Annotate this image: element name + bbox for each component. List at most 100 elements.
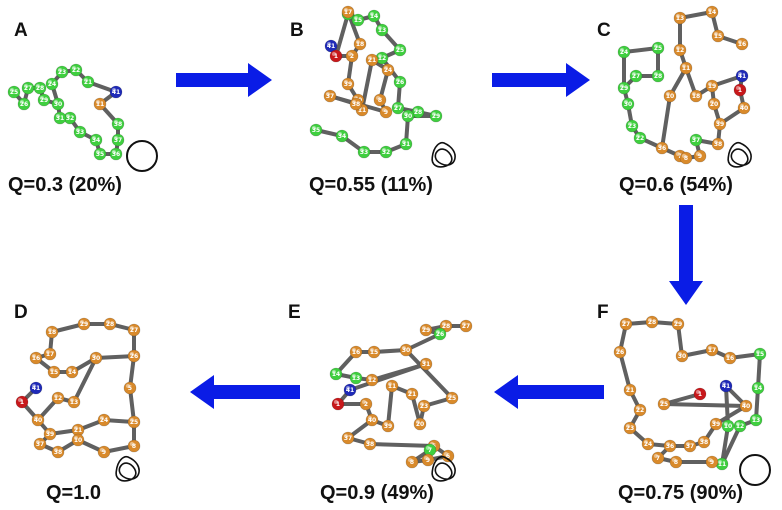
bead-sphere — [93, 147, 107, 161]
panel-a-unknot-icon — [126, 140, 158, 172]
bead-label: 20 — [416, 421, 424, 428]
bead-sphere — [669, 455, 683, 469]
bead-label: 23 — [58, 69, 66, 76]
bead-sphere — [621, 97, 635, 111]
bead-28: 28 — [645, 315, 659, 329]
bead-12: 12 — [51, 391, 65, 405]
bead-highlight — [710, 100, 714, 104]
bead-highlight — [32, 384, 36, 388]
bead-sphere — [713, 117, 727, 131]
bead-label: 21 — [626, 387, 634, 394]
bead-label: 34 — [92, 137, 100, 144]
bead-highlight — [312, 126, 316, 130]
bead-label: 2 — [350, 53, 354, 60]
bead-37: 37 — [341, 431, 355, 445]
bead-highlight — [716, 120, 720, 124]
bead-25: 25 — [7, 85, 21, 99]
bead-highlight — [346, 386, 350, 390]
bond — [404, 332, 442, 352]
bead-26: 26 — [127, 349, 141, 363]
bead-label: 18 — [356, 41, 364, 48]
bead-label: 22 — [636, 135, 644, 142]
bead-sphere — [29, 381, 43, 395]
bead-sphere — [737, 101, 751, 115]
bead-label: 13 — [70, 399, 78, 406]
bead-highlight — [46, 350, 50, 354]
bead-sphere — [127, 349, 141, 363]
bead-sphere — [109, 85, 123, 99]
bead-highlight — [10, 88, 14, 92]
bead-35: 35 — [309, 123, 323, 137]
bead-sphere — [413, 417, 427, 431]
bead-highlight — [674, 320, 678, 324]
bead-label: 16 — [32, 355, 40, 362]
trefoil-knot-icon — [115, 455, 140, 482]
bead-29: 29 — [37, 93, 51, 107]
bead-highlight — [432, 112, 436, 116]
arrow-b-to-c — [492, 63, 590, 97]
bead-highlight — [678, 352, 682, 356]
bead-sphere — [645, 315, 659, 329]
bead-sphere — [705, 79, 719, 93]
bead-sphere — [445, 391, 459, 405]
bead-label: 8 — [378, 97, 382, 104]
bead-sphere — [7, 85, 21, 99]
bead-label: 41 — [346, 387, 354, 394]
bead-25: 25 — [657, 397, 671, 411]
bead-label: 15 — [714, 33, 722, 40]
bead-highlight — [24, 84, 28, 88]
bead-label: 23 — [420, 403, 428, 410]
bead-highlight — [112, 88, 116, 92]
bead-highlight — [676, 152, 680, 156]
bead-sphere — [651, 451, 665, 465]
bead-label: 37 — [692, 137, 700, 144]
bead-sphere — [663, 439, 677, 453]
bead-highlight — [114, 120, 118, 124]
bead-highlight — [426, 446, 430, 450]
bead-sphere — [367, 9, 381, 23]
bead-sphere — [723, 351, 737, 365]
bead-highlight — [404, 112, 408, 116]
panel-b-q-label: Q=0.55 (11%) — [309, 174, 433, 196]
bead-sphere — [675, 349, 689, 363]
bead-highlight — [654, 72, 658, 76]
bead-25: 25 — [651, 41, 665, 55]
bead-sphere — [353, 37, 367, 51]
bead-highlight — [84, 78, 88, 82]
bead-30: 30 — [51, 97, 65, 111]
bead-highlight — [388, 382, 392, 386]
bead-sphere — [749, 413, 763, 427]
bead-26: 26 — [17, 97, 31, 111]
bead-highlight — [396, 78, 400, 82]
bead-highlight — [648, 318, 652, 322]
panel-b: B 41116151413251226272829303132333435171… — [290, 5, 456, 196]
bead-label: 11 — [96, 101, 104, 108]
bead-31: 31 — [53, 111, 67, 125]
bead-label: 8 — [684, 155, 688, 162]
bead-22: 22 — [633, 131, 647, 145]
bead-sphere — [689, 89, 703, 103]
bead-highlight — [92, 136, 96, 140]
bead-label: 12 — [676, 47, 684, 54]
bead-sphere — [381, 63, 395, 77]
bead-highlight — [46, 430, 50, 434]
bead-label: 38 — [114, 121, 122, 128]
bead-sphere — [323, 89, 337, 103]
bead-highlight — [34, 416, 38, 420]
bead-41: 41 — [735, 69, 749, 83]
bead-label: 8 — [674, 459, 678, 466]
bead-highlight — [620, 84, 624, 88]
bead-9: 9 — [421, 453, 435, 467]
bead-24: 24 — [381, 63, 395, 77]
bond — [660, 94, 672, 150]
bead-label: 7 — [656, 455, 660, 462]
bead-1: 1 — [331, 397, 345, 411]
bead-sphere — [417, 399, 431, 413]
bead-highlight — [616, 348, 620, 352]
bead-label: 33 — [76, 129, 84, 136]
bead-label: 39 — [712, 421, 720, 428]
bead-label: 39 — [46, 431, 54, 438]
bead-sphere — [705, 455, 719, 469]
panel-e-trefoil-icon — [431, 455, 456, 482]
bead-highlight — [394, 104, 398, 108]
